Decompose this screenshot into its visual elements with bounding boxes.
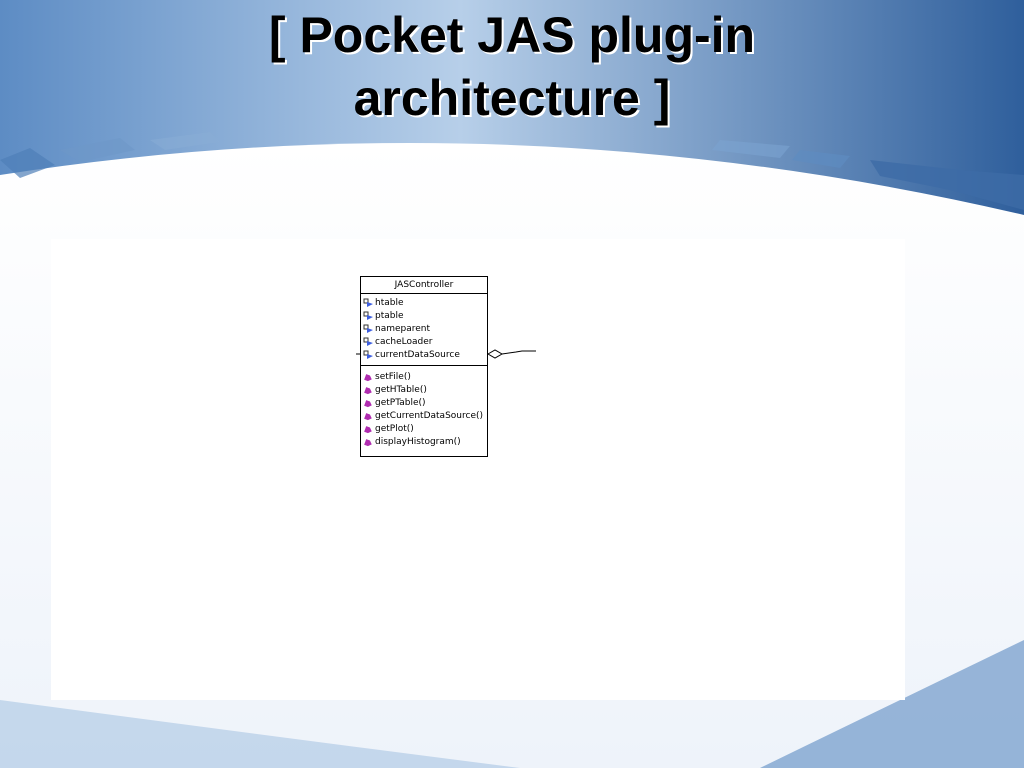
uml-attributes-section: htable ptable nameparent cacheLoader cur…	[361, 294, 487, 366]
uml-attribute-label: nameparent	[375, 324, 431, 334]
uml-operation-label: getCurrentDataSource()	[375, 411, 484, 421]
uml-attribute-row: cacheLoader	[361, 336, 487, 349]
method-icon	[363, 372, 374, 383]
aggregation-diamond-icon	[486, 349, 504, 359]
uml-attribute-label: htable	[375, 298, 404, 308]
aggregation-connector	[356, 349, 536, 359]
method-icon	[363, 385, 374, 396]
uml-operation-label: getHTable()	[375, 385, 427, 395]
uml-operation-row: getCurrentDataSource()	[361, 410, 487, 423]
slide-title-line-1: [ Pocket JAS plug-in	[268, 7, 756, 63]
lock-attribute-icon	[363, 337, 374, 348]
uml-attribute-label: currentDataSource	[375, 350, 460, 360]
uml-attribute-row: nameparent	[361, 323, 487, 336]
uml-operation-row: setFile()	[361, 371, 487, 384]
lock-attribute-icon	[363, 350, 374, 361]
uml-operations-section: setFile() getHTable() getPTable() getCur…	[361, 366, 487, 449]
uml-operation-label: displayHistogram()	[375, 437, 461, 447]
uml-operation-label: getPlot()	[375, 424, 414, 434]
uml-attribute-row: ptable	[361, 310, 487, 323]
uml-attribute-row: currentDataSource	[361, 349, 487, 362]
uml-operation-row: displayHistogram()	[361, 436, 487, 449]
uml-operation-label: setFile()	[375, 372, 411, 382]
uml-operation-label: getPTable()	[375, 398, 426, 408]
method-icon	[363, 424, 374, 435]
uml-operation-row: getHTable()	[361, 384, 487, 397]
lock-attribute-icon	[363, 311, 374, 322]
uml-class-box: JASController htable ptable nameparent c…	[360, 276, 488, 457]
association-line	[501, 350, 536, 355]
uml-operation-row: getPlot()	[361, 423, 487, 436]
lock-attribute-icon	[363, 298, 374, 309]
uml-operation-row: getPTable()	[361, 397, 487, 410]
method-icon	[363, 398, 374, 409]
lock-attribute-icon	[363, 324, 374, 335]
uml-attribute-label: ptable	[375, 311, 404, 321]
slide-title-line-2: architecture ]	[353, 70, 671, 126]
uml-attribute-row: htable	[361, 297, 487, 310]
uml-attribute-label: cacheLoader	[375, 337, 433, 347]
method-icon	[363, 437, 374, 448]
slide-title: [ Pocket JAS plug-in architecture ]	[112, 4, 912, 130]
uml-class-name: JASController	[361, 277, 487, 294]
method-icon	[363, 411, 374, 422]
